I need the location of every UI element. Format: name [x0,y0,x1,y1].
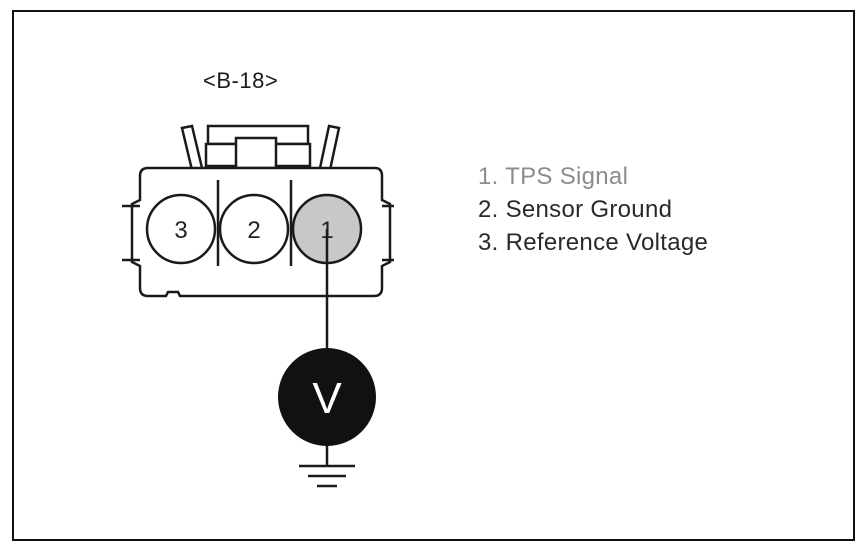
pin-3-number: 3 [174,217,187,244]
connector-label: <B-18> [203,68,279,93]
legend-item-sensor-ground: 2. Sensor Ground [478,196,673,223]
connector-lock-tab [180,124,341,172]
pin-3: 3 [145,193,217,265]
pin-legend: 1. TPS Signal 2. Sensor Ground 3. Refere… [478,160,708,259]
cavity-dividers [216,180,293,266]
legend-item-tps-signal: 1. TPS Signal [478,163,629,190]
voltmeter-symbol: V [312,374,342,423]
ground-icon [299,464,355,488]
voltmeter-icon: V [278,348,376,446]
pin-2-number: 2 [247,217,260,244]
legend-item-reference-voltage: 3. Reference Voltage [478,229,709,256]
pin-2-circle [218,193,290,265]
pin-2: 2 [218,193,290,265]
pin-3-circle [145,193,217,265]
